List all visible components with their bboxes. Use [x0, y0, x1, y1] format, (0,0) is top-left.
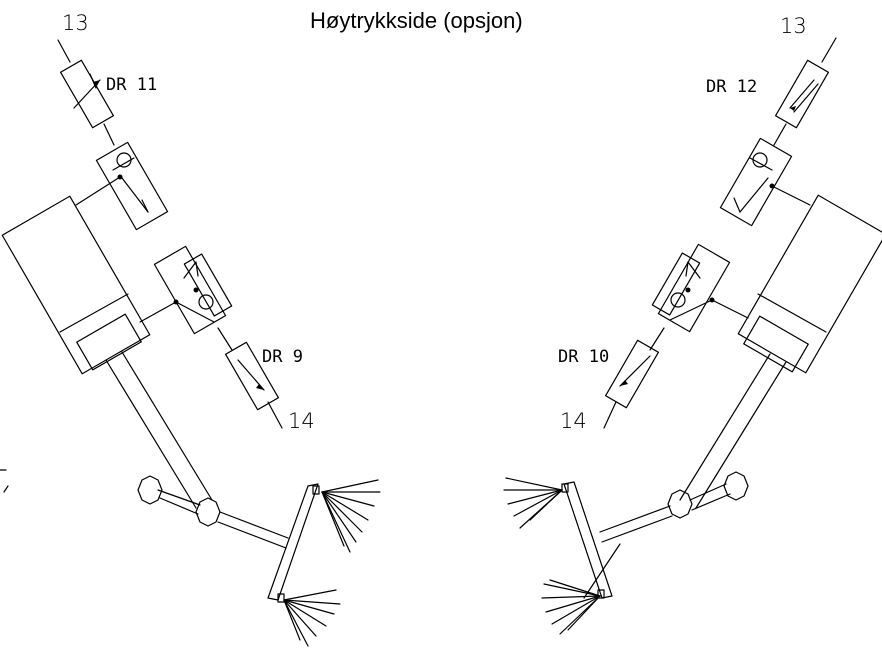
cylinder-left	[1, 195, 151, 375]
check-valve-lower-right	[651, 243, 731, 333]
link-right-a	[689, 483, 727, 501]
link-right-b	[691, 493, 731, 511]
link-left-b	[159, 497, 199, 515]
port-13-left: 13	[62, 11, 89, 35]
arm-right-b	[601, 515, 673, 543]
piston-rod-right-b	[695, 361, 787, 509]
label-dr10: DR 10	[558, 347, 609, 367]
label-dr9: DR 9	[262, 347, 303, 367]
pipe-dr9-14	[267, 401, 283, 429]
nozzle-bar-left	[267, 483, 319, 601]
spray-fan-right-top	[503, 477, 563, 529]
nozzle-tip-left-bottom	[277, 593, 285, 603]
diagram-title: Høytrykkside (opsjon)	[310, 8, 523, 33]
piston-rod-left-b	[121, 351, 213, 501]
joint-left-a	[137, 475, 163, 505]
label-dr12: DR 12	[706, 77, 757, 97]
arm-left-a	[219, 511, 289, 539]
check-valve-lower-left	[153, 245, 233, 335]
port-13-right: 13	[780, 14, 807, 38]
spray-fan-left-top	[321, 479, 381, 553]
pipe-cylinder-check-lower	[139, 301, 177, 323]
right-assembly	[503, 37, 882, 635]
spray-fan-left-bottom	[283, 589, 341, 647]
pipe-check-dr10	[649, 327, 665, 351]
nozzle-tip-left-top	[312, 485, 320, 495]
pipe-13-left	[57, 39, 71, 63]
bar-brace-right	[583, 543, 621, 599]
throttle-valve-dr10	[605, 339, 659, 409]
pipe-check-cylinder-top	[75, 176, 121, 206]
pipe-cylinder-check-lower-right	[711, 299, 749, 319]
edge-mark-b	[3, 485, 9, 493]
arm-right-a	[599, 505, 671, 533]
left-assembly	[0, 39, 381, 647]
link-left-a	[157, 489, 201, 506]
check-valve-upper-right	[719, 137, 793, 227]
pipe-dr10-14	[603, 401, 617, 429]
cylinder-right	[737, 194, 882, 374]
pipe-check-cylinder-top-right	[771, 185, 811, 206]
piston-rod-left-a	[105, 359, 197, 509]
nozzle-tip-right-bottom	[597, 589, 605, 599]
check-valve-upper-left	[95, 141, 169, 231]
throttle-valve-dr9	[225, 341, 279, 411]
piston-rod-right-a	[679, 353, 771, 501]
port-14-left: 14	[288, 409, 315, 433]
joint-right-a	[667, 489, 693, 519]
joint-left-b	[195, 497, 221, 527]
arm-left-b	[217, 521, 287, 549]
port-14-right: 14	[560, 409, 587, 433]
spray-fan-right-bottom	[541, 579, 601, 635]
nozzle-bar-right	[563, 481, 613, 599]
nozzle-tip-right-top	[561, 483, 569, 493]
pipe-13-right	[821, 37, 837, 63]
label-dr11: DR 11	[106, 75, 157, 95]
pipe-dr12-check	[773, 123, 787, 146]
pipe-check-dr9	[217, 327, 233, 351]
pipe-dr11-check	[103, 123, 115, 146]
throttle-valve-dr11	[60, 59, 114, 129]
throttle-valve-dr12	[775, 59, 829, 129]
joint-right-b	[723, 471, 749, 501]
